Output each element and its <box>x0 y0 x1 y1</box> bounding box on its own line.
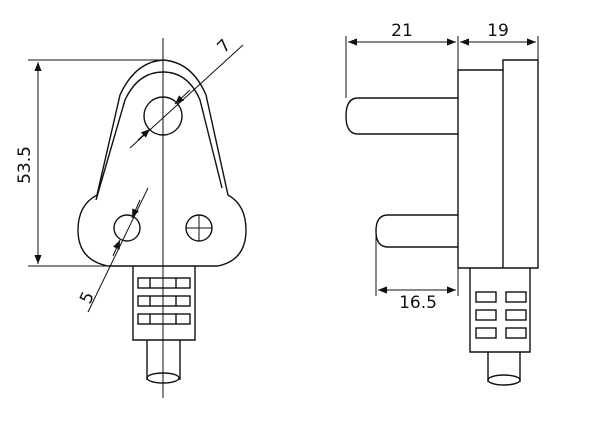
top-pin <box>345 97 458 135</box>
label-height: 53.5 <box>15 146 35 184</box>
dim-pin-top <box>345 36 459 98</box>
label-pin-top: 21 <box>391 21 413 41</box>
large-hole <box>143 96 183 136</box>
bottom-pin <box>375 214 458 248</box>
label-pin-bottom: 16.5 <box>399 293 437 313</box>
dim-small-hole <box>87 187 149 313</box>
label-body-depth: 19 <box>487 21 509 41</box>
plug-body-outline <box>77 59 247 267</box>
label-small-hole: 5 <box>76 289 99 307</box>
side-view <box>345 36 539 386</box>
dim-pin-bottom <box>375 231 459 296</box>
side-body <box>457 59 539 269</box>
front-view <box>28 38 247 398</box>
dim-height <box>28 59 163 267</box>
dim-large-hole <box>129 44 244 149</box>
side-cable <box>469 268 531 386</box>
cable-strain-relief <box>132 266 196 384</box>
dim-body-depth <box>460 36 539 60</box>
plug-inner-outline <box>95 71 223 201</box>
small-hole-left <box>113 214 141 242</box>
label-large-hole: 7 <box>214 36 236 58</box>
